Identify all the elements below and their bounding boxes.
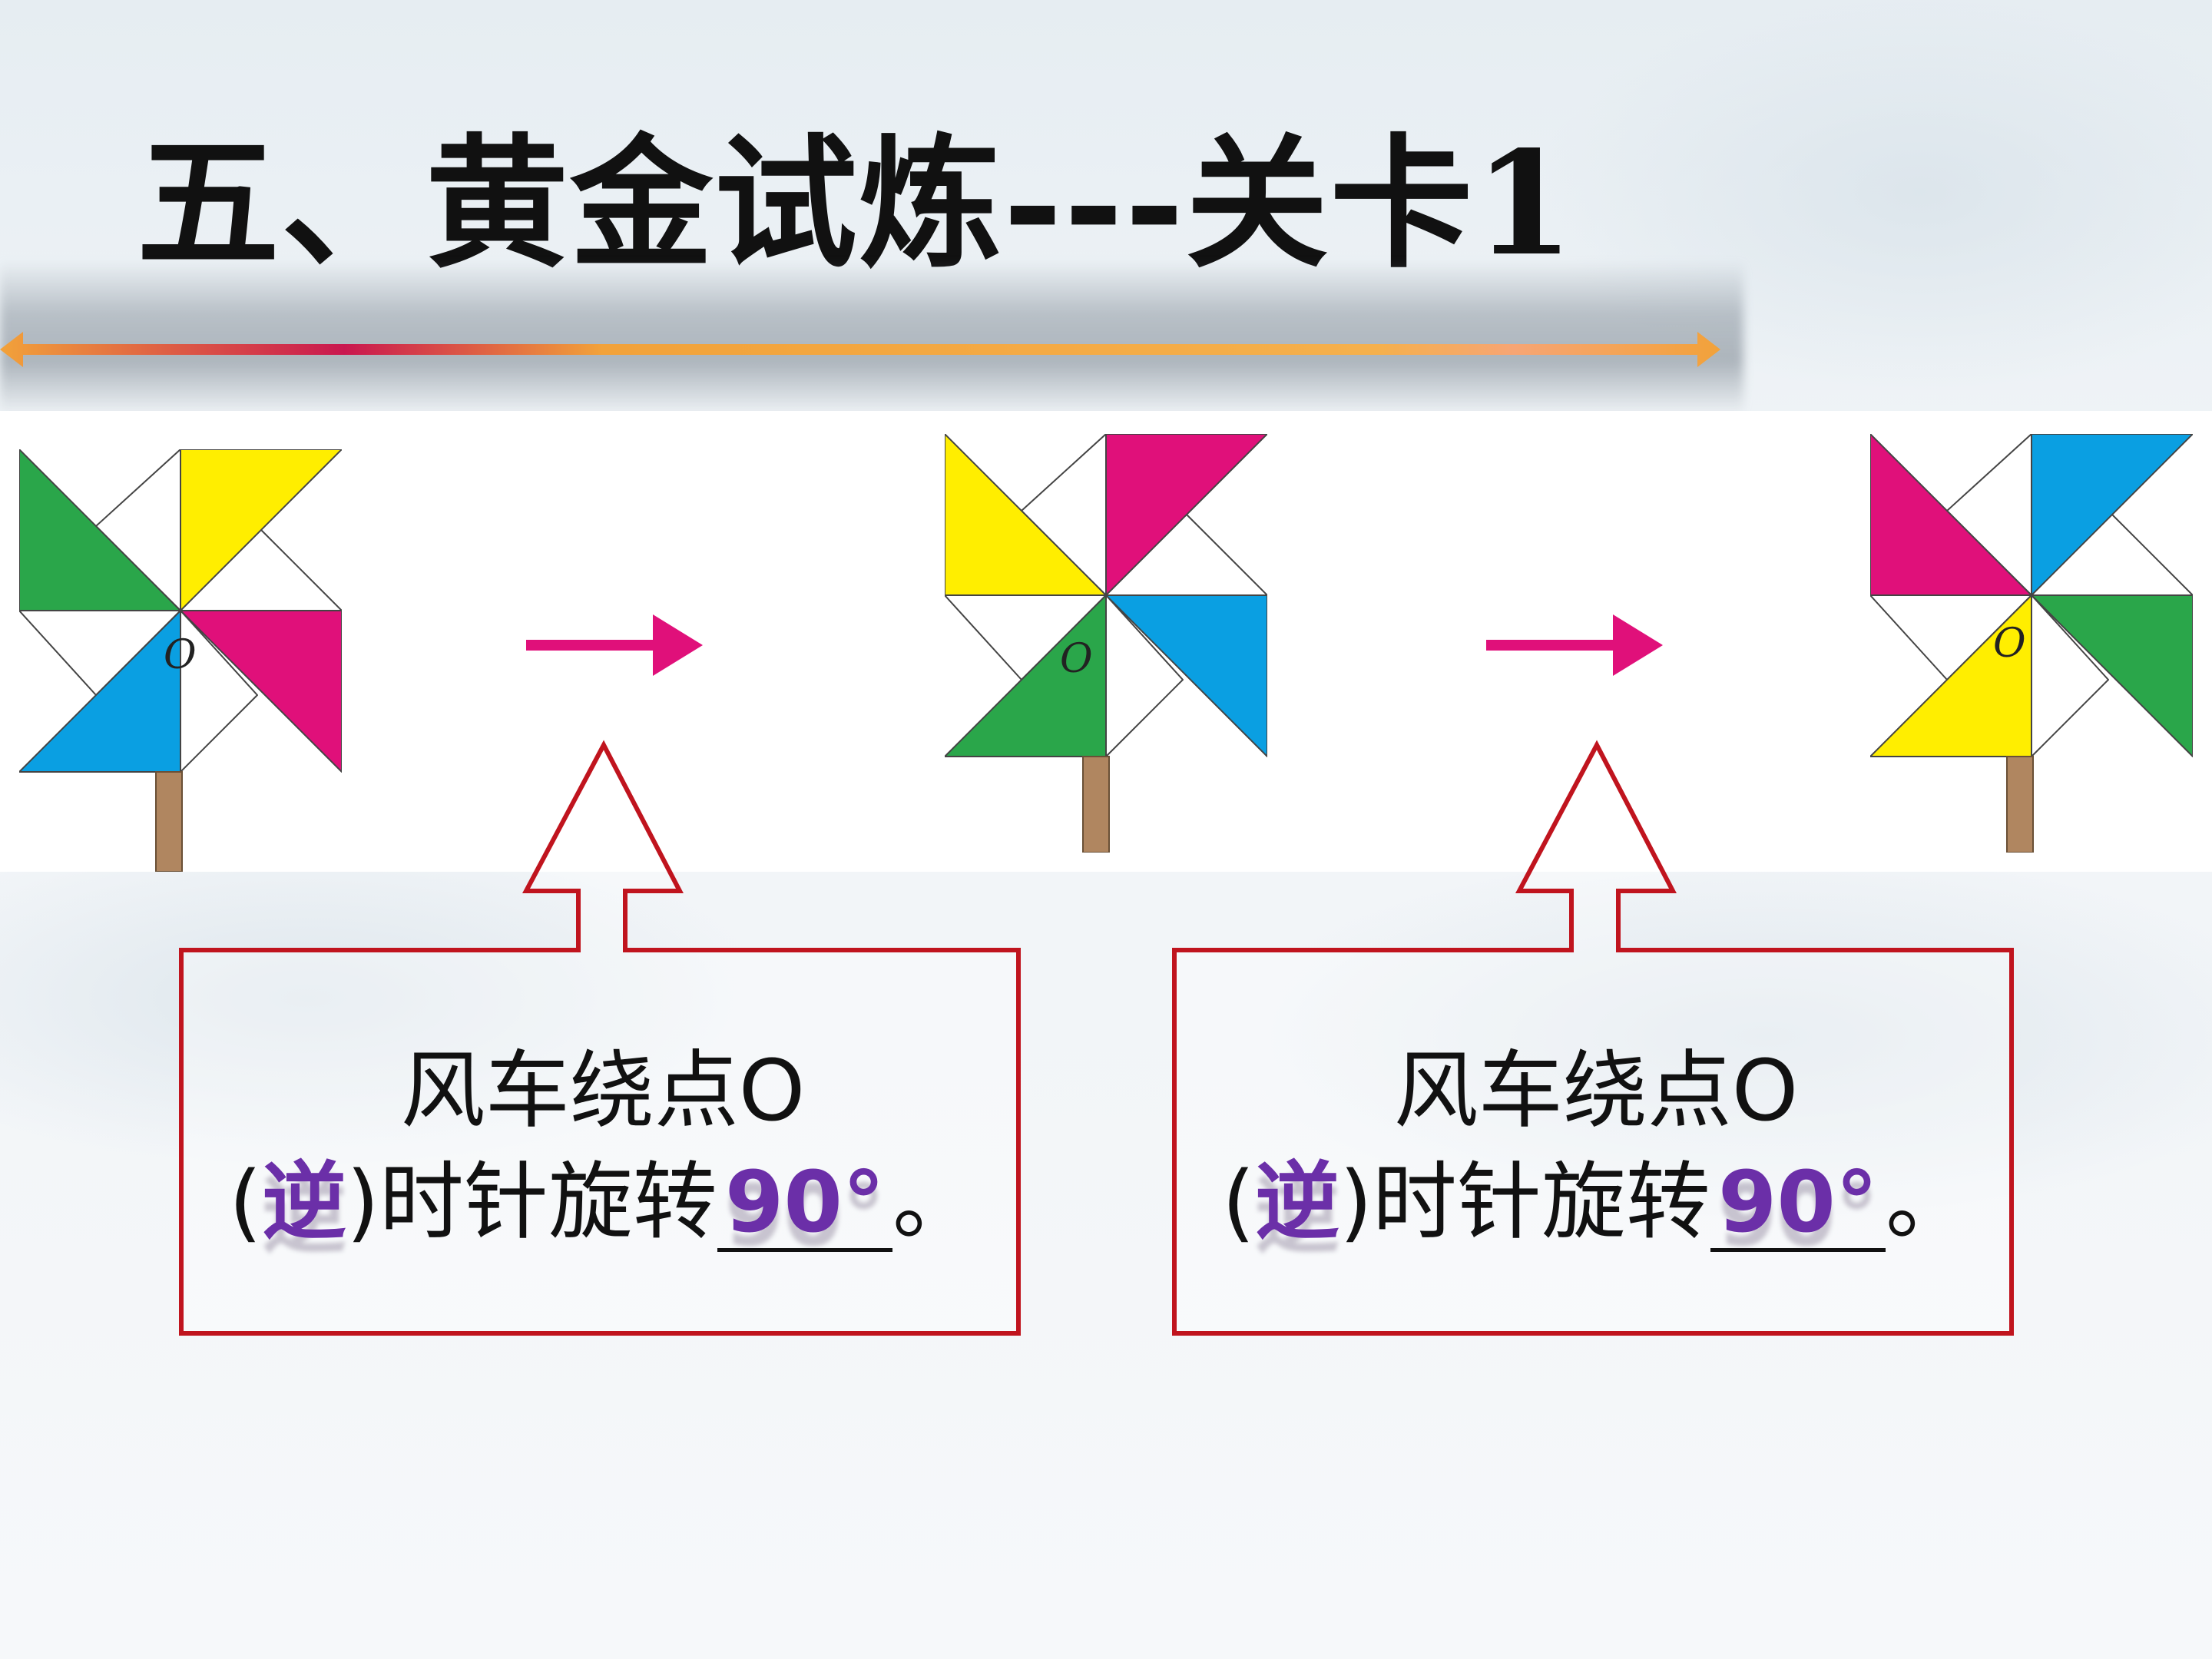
- callout-1-middle-text: 时针旋转: [379, 1153, 717, 1251]
- pinwheel-2-center-label: O: [1060, 636, 1093, 682]
- slide-title: 五、黄金试炼---关卡1: [137, 119, 1576, 287]
- pinwheel-1-blade-left: [19, 449, 181, 611]
- title-shadow-band: [0, 261, 1743, 415]
- pinwheel-1-blade-right: [180, 610, 342, 773]
- callout-1-close-paren: ): [346, 1153, 379, 1251]
- pinwheel-1-center-label: O: [164, 632, 197, 678]
- callout-1-end-punct: 。: [892, 1153, 977, 1251]
- callout-2-angle-blank: 90°: [1710, 1156, 1886, 1252]
- pinwheel-1-blade-top: [180, 449, 342, 611]
- callout-1-line1: 风车绕点O: [400, 1041, 806, 1140]
- pinwheel-3-blade-left: [1870, 434, 2032, 596]
- pinwheel-3-blade-top: [2031, 434, 2193, 596]
- callout-box-2: [1172, 740, 2014, 1336]
- pinwheel-3-blade-right: [2031, 594, 2193, 757]
- pinwheel-1-stick: [155, 771, 183, 872]
- callout-2-middle-text: 时针旋转: [1372, 1153, 1710, 1251]
- callout-2-angle-answer: 90°: [1717, 1153, 1878, 1251]
- callout-2-open-paren: (: [1222, 1153, 1255, 1251]
- callout-2-line1: 风车绕点O: [1393, 1041, 1799, 1140]
- pinwheel-3-stick: [2006, 756, 2034, 853]
- callout-2-close-paren: ): [1339, 1153, 1373, 1251]
- pinwheel-1: O: [19, 449, 342, 872]
- pinwheel-2-blade-right: [1105, 594, 1267, 757]
- callout-2-direction-answer: 逆: [1254, 1153, 1339, 1251]
- pinwheel-1-blade-bottom: [19, 610, 181, 773]
- callout-1-direction-answer: 逆: [261, 1153, 346, 1251]
- callout-2-line2: (逆)时针旋转90°。: [1177, 1148, 2015, 1256]
- pinwheel-2: O: [945, 434, 1267, 853]
- title-decorative-line: [0, 332, 1720, 367]
- rotation-arrow-2: [1486, 614, 1663, 676]
- pinwheel-3-center-label: O: [1993, 621, 2026, 667]
- pinwheel-2-blade-bottom: [945, 594, 1107, 757]
- pinwheel-3-blade-bottom: [1870, 594, 2032, 757]
- pinwheel-2-blade-left: [945, 434, 1107, 596]
- callout-1-open-paren: (: [229, 1153, 262, 1251]
- callout-1-angle-answer: 90°: [724, 1153, 885, 1251]
- callout-1-line2: (逆)时针旋转90°。: [184, 1148, 1022, 1256]
- rotation-arrow-1: [526, 614, 703, 676]
- pinwheel-3: O: [1870, 434, 2193, 853]
- callout-box-1: [179, 740, 1021, 1336]
- pinwheel-2-blade-top: [1105, 434, 1267, 596]
- callout-2-end-punct: 。: [1885, 1153, 1970, 1251]
- callout-1-angle-blank: 90°: [717, 1156, 892, 1252]
- pinwheel-2-stick: [1082, 756, 1110, 853]
